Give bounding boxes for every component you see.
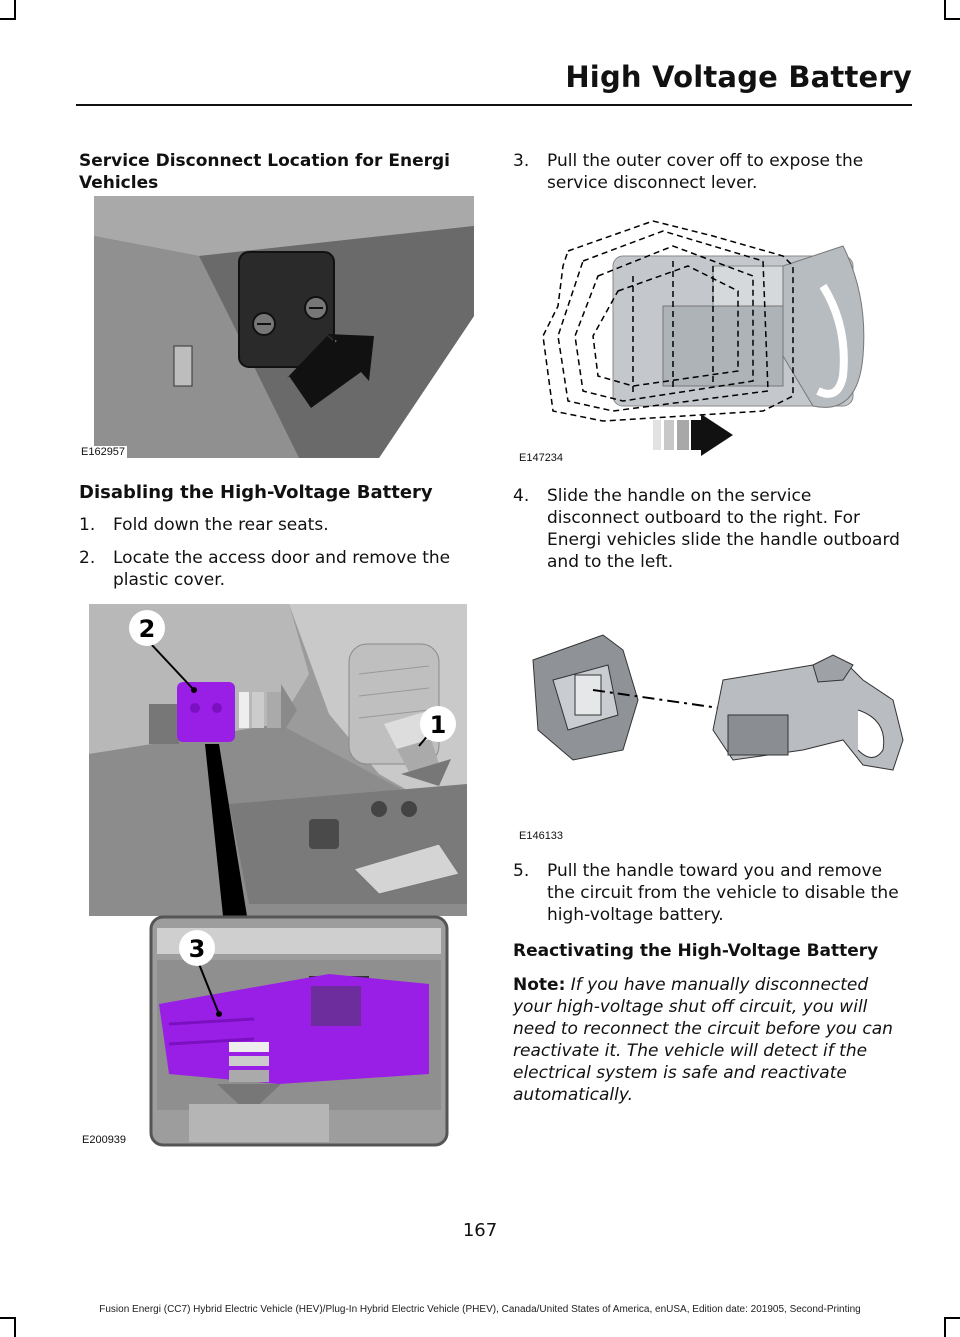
figure-code: E200939 bbox=[82, 1134, 127, 1146]
slide-handle-illustration: E146133 bbox=[513, 620, 908, 842]
section-heading: Disabling the High-Voltage Battery bbox=[79, 482, 433, 503]
figure-code: E146133 bbox=[519, 830, 564, 842]
crop-mark bbox=[944, 1317, 946, 1337]
title-rule bbox=[76, 104, 912, 106]
figure-code: E162957 bbox=[79, 446, 128, 458]
step-text: Pull the handle toward you and remove th… bbox=[547, 861, 899, 925]
figure1-heading: Service Disconnect Location for Energi V… bbox=[79, 151, 450, 193]
step-text: Locate the access door and remove the pl… bbox=[113, 548, 451, 590]
service-disconnect-location-photo: E162957 bbox=[79, 196, 474, 460]
step-number: 2. bbox=[79, 548, 96, 568]
callout-2: 2 bbox=[139, 615, 156, 643]
crop-mark bbox=[14, 0, 16, 20]
step-number: 1. bbox=[79, 515, 96, 535]
step-number: 4. bbox=[513, 486, 530, 506]
note-label: Note: bbox=[513, 975, 566, 995]
step-number: 5. bbox=[513, 861, 530, 881]
crop-mark bbox=[944, 18, 960, 20]
step-text: Slide the handle on the service disconne… bbox=[547, 486, 900, 572]
step-text: Fold down the rear seats. bbox=[113, 515, 329, 535]
step-4: 4. Slide the handle on the service disco… bbox=[513, 485, 908, 573]
step-2: 2. Locate the access door and remove the… bbox=[79, 547, 474, 591]
crop-mark bbox=[0, 18, 16, 20]
service-disconnect-lever-illustration: E147234 bbox=[513, 206, 908, 464]
callout-1: 1 bbox=[430, 711, 447, 739]
step-number: 3. bbox=[513, 151, 530, 171]
access-door-photo: 2 1 3 E200939 bbox=[79, 604, 474, 1157]
step-1: 1. Fold down the rear seats. bbox=[79, 514, 474, 536]
crop-mark bbox=[944, 1317, 960, 1319]
step-5: 5. Pull the handle toward you and remove… bbox=[513, 860, 908, 926]
footer-text: Fusion Energi (CC7) Hybrid Electric Vehi… bbox=[99, 1304, 861, 1315]
crop-mark bbox=[944, 0, 946, 20]
reactivating-heading: Reactivating the High-Voltage Battery bbox=[513, 941, 879, 961]
figure-code: E147234 bbox=[519, 452, 564, 464]
callout-3: 3 bbox=[189, 935, 206, 963]
crop-mark bbox=[14, 1317, 16, 1337]
crop-mark bbox=[0, 1317, 16, 1319]
note: Note: If you have manually disconnected … bbox=[513, 974, 908, 1106]
page-title: High Voltage Battery bbox=[565, 60, 912, 94]
note-text: If you have manually disconnected your h… bbox=[513, 975, 893, 1105]
step-3: 3. Pull the outer cover off to expose th… bbox=[513, 150, 908, 194]
step-text: Pull the outer cover off to expose the s… bbox=[547, 151, 864, 193]
page-number: 167 bbox=[462, 1220, 498, 1241]
